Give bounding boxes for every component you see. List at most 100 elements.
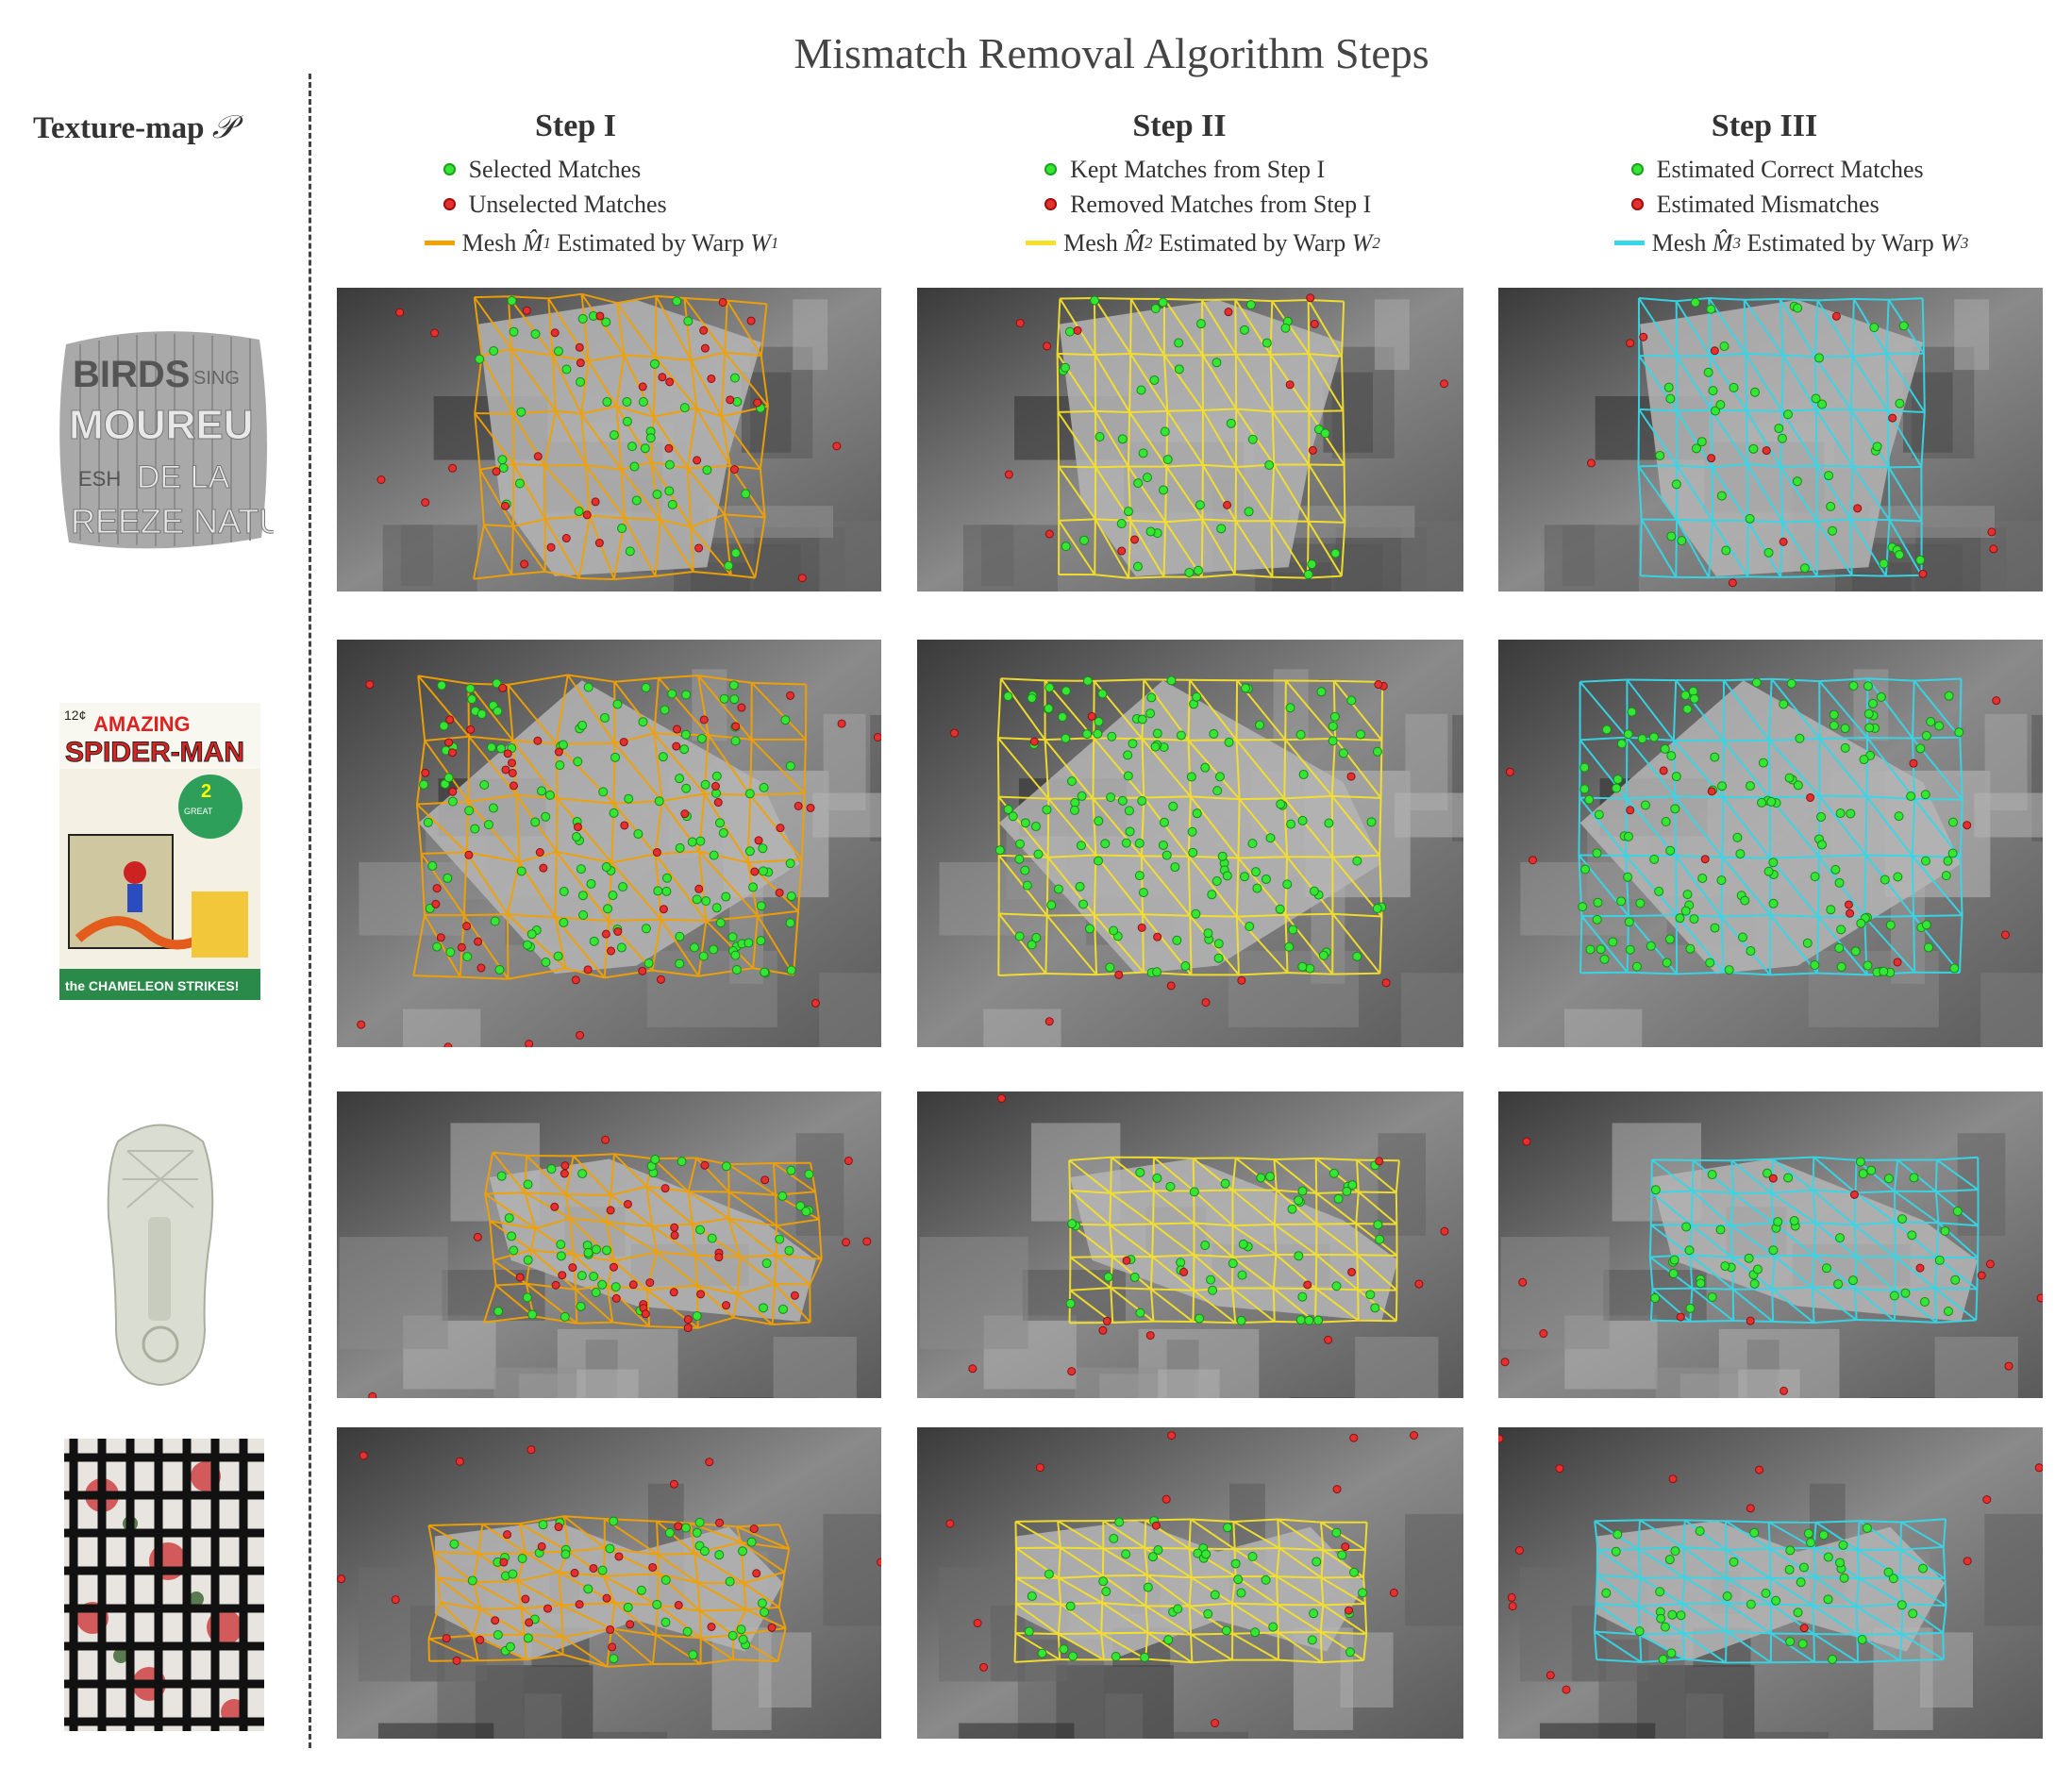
- cushion-picture: BIRDS SING MOUREU ESH DE LA REEZE NATU: [59, 331, 274, 549]
- warp-subscript: 1: [770, 233, 779, 252]
- photo-scene: [917, 1427, 1463, 1739]
- texture-cushion-image: BIRDS SING MOUREU ESH DE LA REEZE NATU: [52, 316, 274, 557]
- photo-scene: [337, 288, 881, 591]
- red-dot-icon: [1630, 198, 1644, 210]
- svg-text:the CHAMELEON STRIKES!: the CHAMELEON STRIKES!: [65, 978, 239, 993]
- texture-map-label-text: Texture-map: [33, 111, 205, 145]
- photo-scene: [917, 288, 1463, 591]
- texture-fabric-image: [64, 1439, 264, 1731]
- photo-scene: [917, 640, 1463, 1047]
- legend-label: Removed Matches from Step I: [1070, 190, 1372, 218]
- step-3-header: Step III Estimated Correct Matches Estim…: [1519, 108, 2010, 260]
- svg-text:DE LA: DE LA: [137, 459, 230, 495]
- texture-comic-image: AMAZING SPIDER-MAN 12¢ 2 GREAT the CHAME…: [59, 703, 260, 1000]
- green-dot-icon: [443, 163, 456, 175]
- photo-scene: [1498, 288, 2043, 591]
- result-panel-row4-step1: [337, 1427, 881, 1739]
- comic-cover-picture: AMAZING SPIDER-MAN 12¢ 2 GREAT the CHAME…: [59, 703, 260, 1000]
- legend-label: Estimated by Warp: [557, 228, 744, 257]
- legend-label: Kept Matches from Step I: [1070, 155, 1326, 183]
- texture-map-label: Texture-map 𝒫: [33, 108, 235, 146]
- match-points: [1004, 293, 1449, 580]
- photo-scene: [1498, 640, 2043, 1047]
- legend-label: Unselected Matches: [468, 190, 667, 218]
- column-divider: [309, 74, 311, 1748]
- legend-entry: Estimated Mismatches: [1561, 187, 1969, 222]
- result-panel-row1-step2: [917, 288, 1463, 591]
- svg-text:BIRDS: BIRDS: [73, 354, 190, 395]
- plaid-fabric-picture: [64, 1439, 264, 1731]
- photo-scene: [337, 640, 881, 1047]
- match-points: [357, 678, 881, 1047]
- result-panel-row2-step1: [337, 640, 881, 1047]
- orange-line-icon: [424, 241, 455, 245]
- mesh-subscript: 1: [543, 233, 552, 252]
- match-points: [1505, 677, 2010, 977]
- match-points: [1498, 1434, 2043, 1694]
- match-points: [1500, 1137, 2043, 1395]
- warp-mesh: [427, 1515, 791, 1668]
- photo-scene: [337, 1427, 881, 1739]
- svg-text:12¢: 12¢: [64, 708, 86, 723]
- mesh-subscript: 3: [1732, 233, 1742, 252]
- warp-symbol: W: [1940, 228, 1961, 257]
- yellow-line-icon: [1026, 241, 1057, 245]
- legend-label: Estimated Correct Matches: [1656, 155, 1924, 183]
- legend-label: Estimated by Warp: [1159, 228, 1346, 257]
- red-dot-icon: [1044, 198, 1058, 210]
- warp-mesh: [1637, 297, 1926, 579]
- match-points: [1586, 297, 1998, 588]
- photo-scene: [917, 1091, 1463, 1398]
- legend-label: Selected Matches: [468, 155, 642, 183]
- photo-scene: [337, 1091, 881, 1398]
- mesh-symbol: M̂: [1124, 228, 1145, 257]
- warp-subscript: 3: [1960, 233, 1969, 252]
- legend-label: Estimated Mismatches: [1656, 190, 1880, 218]
- warp-subscript: 2: [1372, 233, 1380, 252]
- photo-scene: [1498, 1427, 2043, 1739]
- result-panel-row1-step3: [1498, 288, 2043, 591]
- result-panel-row4-step3: [1498, 1427, 2043, 1739]
- svg-text:SING: SING: [193, 368, 240, 389]
- mesh-symbol: M̂: [1712, 228, 1733, 257]
- result-panel-row1-step1: [337, 288, 881, 591]
- match-points: [368, 1135, 872, 1398]
- mesh-symbol: M̂: [522, 228, 543, 257]
- texture-map-symbol: 𝒫: [211, 108, 236, 146]
- legend-entry: Unselected Matches: [373, 187, 779, 222]
- svg-text:REEZE NATU: REEZE NATU: [71, 502, 274, 541]
- warp-mesh: [1648, 1156, 1980, 1324]
- figure-title: Mismatch Removal Algorithm Steps: [794, 29, 1429, 77]
- legend-label: Mesh: [461, 228, 517, 257]
- warp-mesh: [1013, 1518, 1368, 1664]
- result-panel-row4-step2: [917, 1427, 1463, 1739]
- cyan-line-icon: [1613, 241, 1645, 245]
- green-dot-icon: [1630, 163, 1644, 175]
- match-points: [376, 295, 842, 583]
- match-points: [945, 1431, 1419, 1728]
- result-panel-row3-step3: [1498, 1091, 2043, 1398]
- green-dot-icon: [1044, 163, 1058, 175]
- svg-text:GREAT: GREAT: [184, 807, 213, 816]
- warp-symbol: W: [1351, 228, 1373, 257]
- step-2-title: Step II: [1132, 108, 1227, 143]
- result-panel-row3-step1: [337, 1091, 881, 1398]
- svg-text:AMAZING: AMAZING: [93, 712, 191, 736]
- warp-symbol: W: [750, 228, 771, 257]
- result-panel-row3-step2: [917, 1091, 1463, 1398]
- result-panel-row2-step3: [1498, 640, 2043, 1047]
- svg-text:2: 2: [201, 781, 211, 802]
- texture-shoe-sole-image: [99, 1113, 222, 1387]
- photo-scene: [1498, 1091, 2043, 1398]
- legend-label: Mesh: [1063, 228, 1118, 257]
- legend-label: Mesh: [1651, 228, 1707, 257]
- red-dot-icon: [443, 198, 456, 210]
- legend-label: Estimated by Warp: [1746, 228, 1934, 257]
- svg-text:SPIDER-MAN: SPIDER-MAN: [65, 737, 244, 768]
- step-2-header: Step II Kept Matches from Step I Removed…: [934, 108, 1425, 260]
- match-points: [337, 1445, 881, 1665]
- legend-entry: Estimated Correct Matches: [1561, 152, 1969, 187]
- warp-mesh: [1068, 1156, 1400, 1324]
